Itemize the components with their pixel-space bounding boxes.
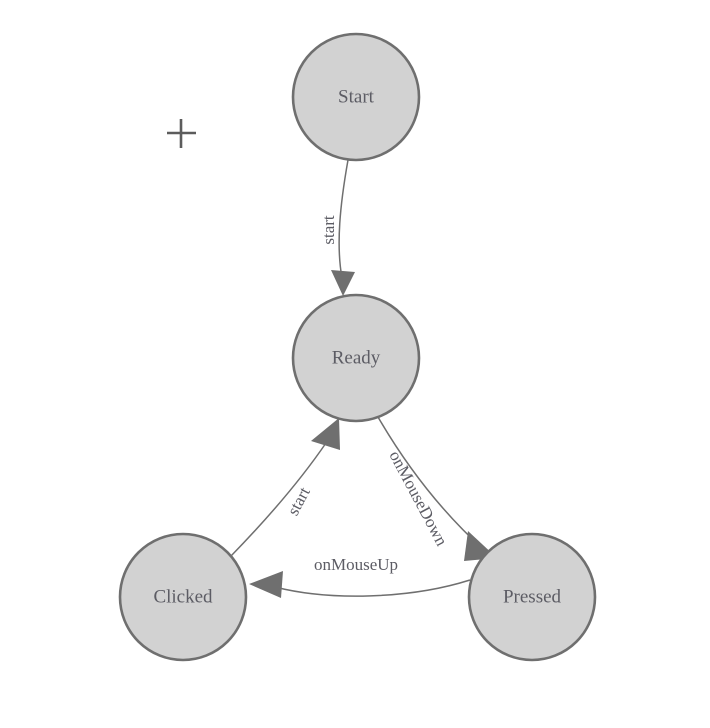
node-clicked-label: Clicked [153,586,213,607]
edge-pressed-to-clicked[interactable]: onMouseUp [249,555,471,598]
node-ready-label: Ready [332,347,381,368]
edge-ready-to-pressed[interactable]: onMouseDown [377,416,497,561]
node-pressed-circle [467,532,597,662]
edge-clicked-to-ready-path [230,442,327,557]
edge-start-to-ready-label: start [319,215,338,245]
edge-clicked-to-ready-label: start [283,484,314,519]
edge-start-to-ready[interactable]: start [319,159,355,296]
node-clicked-circle [118,532,248,662]
plus-marker[interactable] [167,119,196,148]
node-start-circle [291,32,421,162]
edge-clicked-to-ready-arrowhead [311,418,340,450]
node-ready-circle [291,293,421,423]
node-start[interactable]: Start [291,32,421,162]
node-pressed[interactable]: Pressed [467,532,597,662]
edge-clicked-to-ready[interactable]: start [230,418,340,557]
edge-pressed-to-clicked-arrowhead [249,571,283,598]
edge-start-to-ready-arrowhead [331,270,355,296]
node-start-label: Start [338,86,375,107]
edge-start-to-ready-path [338,159,349,279]
edge-pressed-to-clicked-label: onMouseUp [314,555,398,574]
node-clicked[interactable]: Clicked [118,532,248,662]
node-pressed-label: Pressed [503,586,562,607]
edge-pressed-to-clicked-path [274,579,471,597]
node-ready[interactable]: Ready [291,293,421,423]
edge-ready-to-pressed-label: onMouseDown [385,448,451,550]
